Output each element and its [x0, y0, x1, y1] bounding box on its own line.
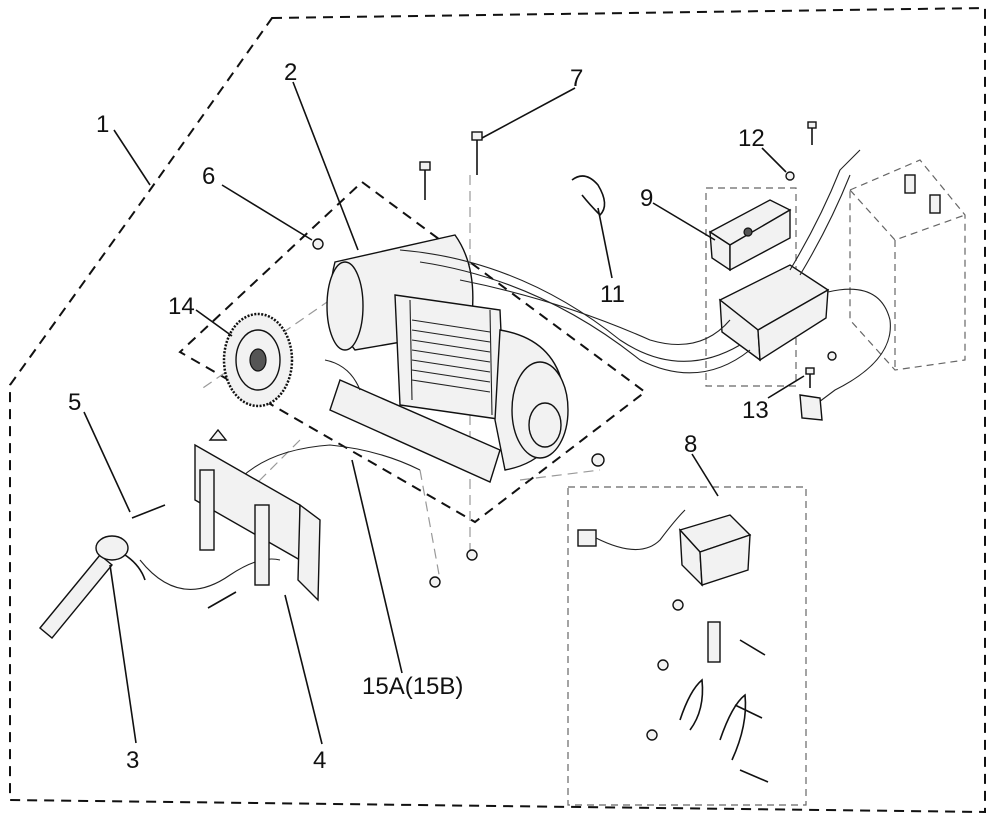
battery — [849, 159, 966, 371]
callout-11: 11 — [600, 281, 625, 308]
bolt-5 — [131, 504, 166, 519]
bolts — [419, 121, 817, 388]
callout-13: 13 — [742, 397, 769, 424]
rocker-switch — [708, 199, 792, 272]
callout-1: 1 — [96, 111, 109, 138]
callout-6: 6 — [202, 163, 215, 190]
fairlead-mount — [194, 428, 321, 602]
cable-clamp — [571, 175, 606, 217]
winch-assembly-boundary — [178, 180, 647, 524]
mount-kit-parts — [577, 509, 769, 783]
nuts — [312, 171, 837, 588]
mount-kit-boundary — [567, 486, 807, 806]
gear-part — [222, 312, 294, 408]
callout-7: 7 — [570, 65, 583, 92]
winch-unit — [324, 234, 569, 483]
bolt-4 — [207, 591, 237, 609]
rope-hook — [39, 535, 146, 639]
callout-9: 9 — [640, 185, 653, 212]
callout-15ab: 15A(15B) — [362, 673, 463, 700]
callout-8: 8 — [684, 431, 697, 458]
leader-lines — [83, 81, 805, 745]
kit-boundary — [9, 6, 986, 814]
callout-3: 3 — [126, 747, 139, 774]
callout-12: 12 — [738, 125, 765, 152]
wires — [139, 149, 891, 590]
terminal-boot — [799, 394, 823, 421]
callout-14: 14 — [168, 293, 195, 320]
callout-4: 4 — [313, 747, 326, 774]
control-box — [718, 264, 830, 362]
callout-2: 2 — [284, 59, 297, 86]
callout-5: 5 — [68, 389, 81, 416]
